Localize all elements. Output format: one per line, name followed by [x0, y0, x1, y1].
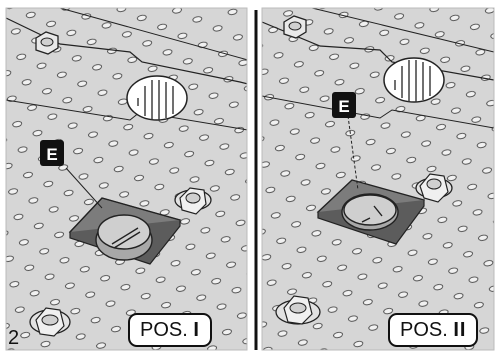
perforation-pattern: [262, 8, 494, 350]
leader-line: [347, 115, 359, 191]
part-label-text: E: [46, 145, 57, 164]
leader-line: [65, 167, 103, 209]
oval-slot: [383, 57, 445, 103]
part-label-text: E: [338, 97, 349, 116]
part-label-e-left: E: [40, 140, 64, 166]
bolt: [174, 187, 212, 215]
plate-edge: [59, 8, 247, 61]
position-badge-left: POS. I: [128, 313, 212, 347]
panel-right: [262, 8, 494, 350]
perforation-pattern: [6, 8, 247, 350]
bolt: [415, 173, 453, 203]
plate-edge: [6, 99, 247, 131]
position-badge-right: POS. II: [388, 313, 479, 347]
figure-number: 2: [8, 327, 20, 349]
position-text: POS.: [140, 319, 188, 341]
hex-nut: [35, 31, 59, 55]
oval-slot: [126, 75, 188, 121]
bolt: [275, 295, 321, 325]
position-numeral: II: [453, 319, 467, 341]
adjustment-knob: [341, 193, 399, 231]
bolt: [29, 307, 71, 337]
plate-edge: [311, 8, 494, 53]
hex-nut: [283, 15, 307, 39]
position-numeral: I: [193, 319, 200, 341]
position-text: POS.: [400, 319, 448, 341]
part-label-e-right: E: [332, 92, 356, 118]
panel-left: [6, 8, 247, 350]
adjustment-knob: [95, 214, 153, 261]
plate-edge: [262, 95, 494, 129]
